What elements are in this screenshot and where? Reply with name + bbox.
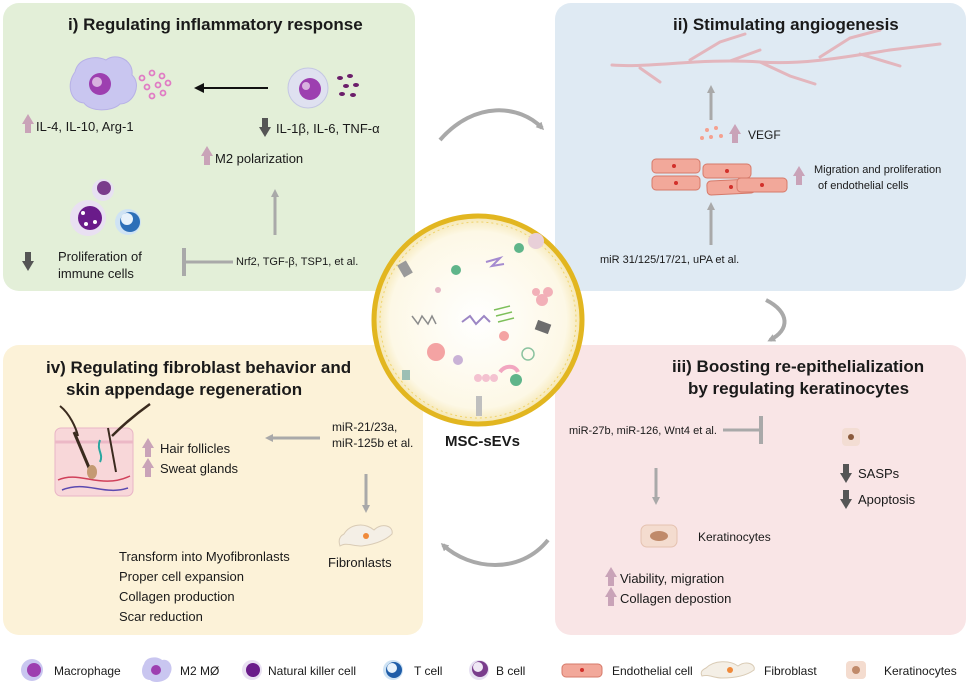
downregulated-cytokines: IL-1β, IL-6, TNF-α	[276, 121, 380, 136]
legend-b-cell: B cell	[496, 664, 526, 678]
viability-label: Viability, migration	[620, 571, 725, 586]
panel3-title-line2: by regulating keratinocytes	[688, 379, 910, 398]
migration-label-line2: of endothelial cells	[818, 180, 909, 192]
endothelial-cells	[651, 158, 788, 196]
p1-factors-label: Nrf2, TGF-β, TSP1, et al.	[236, 256, 359, 268]
panel-inflammatory-response	[3, 3, 415, 291]
m2-macrophage-cell	[69, 56, 137, 111]
proliferation-label-line2: immune cells	[58, 266, 134, 281]
apoptosis-label: Apoptosis	[858, 492, 916, 507]
fibroblast-effect-3: Collagen production	[119, 589, 235, 604]
fibroblast-effect-4: Scar reduction	[119, 609, 203, 624]
flow-arrow-top	[438, 108, 545, 142]
migration-label-line1: Migration and proliferation	[814, 164, 942, 176]
m2-polarization-label: M2 polarization	[215, 151, 304, 166]
sasps-label: SASPs	[858, 466, 900, 481]
fibroblast-cell	[338, 524, 393, 547]
p4-factors-line2: miR-125b et al.	[332, 436, 414, 450]
legend-keratinocytes: Keratinocytes	[884, 664, 957, 678]
upregulated-cytokines: IL-4, IL-10, Arg-1	[36, 119, 134, 134]
senescent-keratinocyte	[842, 428, 860, 446]
panel1-title: i) Regulating inflammatory response	[68, 15, 363, 34]
endothelial-cell-icon	[561, 663, 603, 678]
fibroblast-effect-2: Proper cell expansion	[119, 569, 245, 584]
p2-factors-label: miR 31/125/17/21, uPA et al.	[600, 254, 740, 266]
fibroblast-icon	[700, 661, 755, 679]
vegf-particles	[700, 126, 723, 140]
hair-follicles-label: Hair follicles	[160, 441, 231, 456]
flow-arrow-bottom	[440, 538, 550, 567]
legend-t-cell: T cell	[414, 664, 443, 678]
collagen-label: Collagen depostion	[620, 591, 732, 606]
panel3-title-line1: iii) Boosting re-epithelialization	[672, 357, 925, 376]
vegf-label: VEGF	[748, 128, 781, 142]
keratinocytes-label: Keratinocytes	[698, 530, 771, 544]
skin-cross-section	[54, 402, 151, 497]
macrophage-cell	[287, 67, 329, 109]
proliferation-label-line1: Proliferation of	[58, 249, 142, 264]
m2-macrophage-icon	[142, 657, 172, 682]
blood-vessel-branches	[610, 28, 942, 86]
fibroblast-effect-1: Transform into Myofibronlasts	[119, 549, 290, 564]
flow-arrow-right	[765, 298, 787, 342]
msc-sev-vesicle	[371, 213, 585, 427]
immune-cells-cluster	[70, 179, 141, 236]
legend-fibroblast: Fibroblast	[764, 664, 817, 678]
panel4-title-line2: skin appendage regeneration	[66, 380, 303, 399]
legend-icons	[21, 657, 866, 682]
secreted-particles-dark	[337, 74, 359, 97]
t-cell-icon	[383, 660, 403, 680]
msc-sevs-label: MSC-sEVs	[445, 433, 521, 450]
panel4-title-line1: iv) Regulating fibroblast behavior and	[46, 358, 352, 377]
indicator-arrows	[22, 114, 852, 606]
keratinocyte-cell	[640, 524, 678, 548]
nk-cell-icon	[242, 660, 262, 680]
panel-re-epithelialization	[555, 345, 966, 635]
secreted-particles-pink	[138, 69, 172, 100]
sweat-glands-label: Sweat glands	[160, 461, 239, 476]
fibroblasts-label: Fibronlasts	[328, 555, 392, 570]
legend-nk-cell: Natural killer cell	[268, 664, 357, 678]
legend-m2-macrophage: M2 MØ	[180, 664, 220, 678]
legend-macrophage: Macrophage	[54, 664, 121, 678]
b-cell-icon	[469, 660, 489, 680]
keratinocyte-icon	[846, 661, 866, 679]
p3-factors-label: miR-27b, miR-126, Wnt4 et al.	[569, 425, 717, 437]
macrophage-icon	[21, 659, 43, 681]
p4-factors-line1: miR-21/23a,	[332, 420, 398, 434]
panel2-title: ii) Stimulating angiogenesis	[673, 15, 899, 34]
legend-endothelial-cell: Endothelial cell	[612, 664, 693, 678]
